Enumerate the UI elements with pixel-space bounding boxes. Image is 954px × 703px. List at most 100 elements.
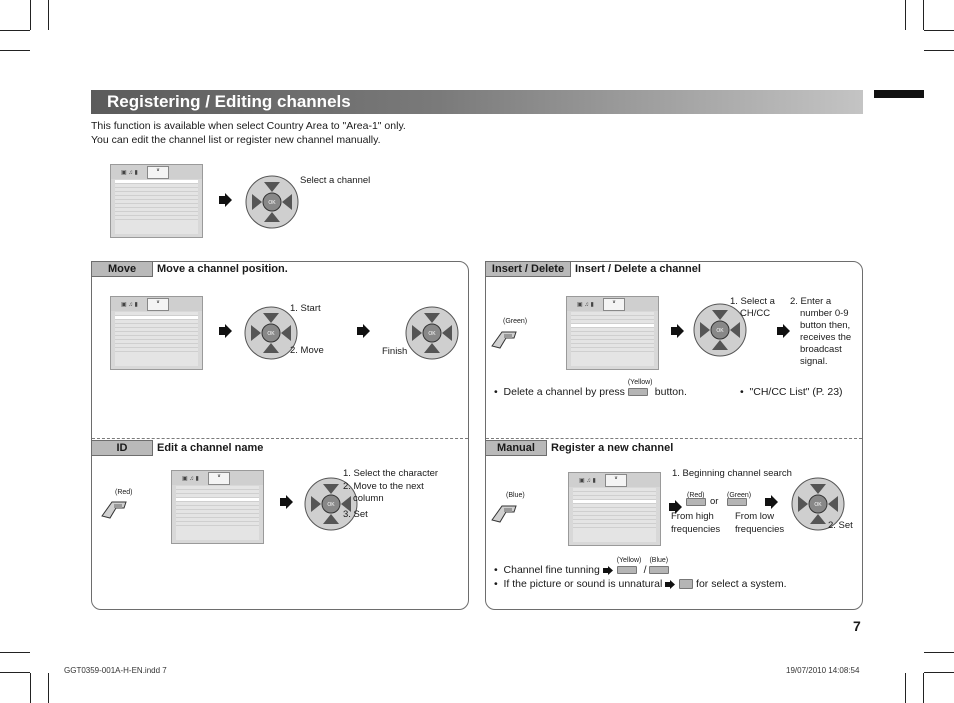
remote-dpad-icon: OK bbox=[790, 476, 846, 532]
or-label: or bbox=[710, 496, 719, 507]
unnatural-text: If the picture or sound is unnatural bbox=[503, 578, 663, 590]
page-title: Registering / Editing channels bbox=[107, 92, 351, 111]
insert-step2-line6: signal. bbox=[800, 356, 828, 367]
insert-step1-label: 1. Select a bbox=[730, 296, 775, 307]
menu-button-icon bbox=[679, 579, 694, 590]
yellow-button-icon bbox=[627, 388, 648, 397]
svg-text:OK: OK bbox=[268, 200, 276, 206]
id-step1-label: 1. Select the character bbox=[343, 468, 439, 479]
green-button-label: (Green) bbox=[727, 492, 752, 499]
remote-dpad-icon: OK bbox=[692, 302, 748, 358]
svg-text:OK: OK bbox=[716, 328, 724, 334]
low-freq-label-2: frequencies bbox=[735, 524, 785, 535]
yellow-button-icon bbox=[616, 566, 637, 575]
insert-step1-cont-label: CH/CC bbox=[740, 308, 771, 319]
insert-delete-desc: Insert / Delete a channel bbox=[570, 261, 701, 277]
green-button-label: (Green) bbox=[503, 318, 528, 325]
intro-line-2: You can edit the channel list or registe… bbox=[91, 134, 381, 146]
yellow-button-label: (Yellow) bbox=[616, 557, 642, 564]
move-finish-label: Finish bbox=[382, 346, 408, 357]
red-button-icon bbox=[686, 498, 706, 506]
page-number: 7 bbox=[853, 618, 861, 634]
remote-dpad-icon: OK bbox=[303, 476, 359, 532]
insert-step2-label: 2. Enter a bbox=[790, 296, 832, 307]
section-divider bbox=[92, 438, 468, 439]
menu-icons: ▣ ♫ ▮ bbox=[121, 170, 138, 176]
insert-manual-panel bbox=[485, 261, 863, 610]
menu-icons: ▣ ♫ ▮ bbox=[577, 302, 594, 308]
fine-tuning-text: Channel fine tunning bbox=[503, 564, 600, 576]
id-desc: Edit a channel name bbox=[152, 440, 263, 456]
move-move-label: 2. Move bbox=[290, 345, 324, 356]
ch-list-ref: • "CH/CC List" (P. 23) bbox=[740, 386, 843, 398]
red-button-label: (Red) bbox=[687, 492, 705, 499]
menu-icons: ▣ ♫ ▮ bbox=[121, 302, 138, 308]
svg-text:OK: OK bbox=[267, 331, 275, 337]
fine-tuning-separator: / bbox=[643, 564, 647, 576]
tv-menu-screen: ▣ ♫ ▮ ♛ bbox=[566, 296, 659, 370]
svg-text:OK: OK bbox=[814, 502, 822, 508]
footer-filename: GGT0359-001A-H-EN.indd 7 bbox=[64, 666, 167, 675]
ch-list-text: "CH/CC List" (P. 23) bbox=[749, 386, 843, 398]
insert-step2-line2: number 0-9 bbox=[800, 308, 849, 319]
insert-step2-line5: broadcast bbox=[800, 344, 842, 355]
remote-dpad-icon: OK bbox=[404, 305, 460, 361]
remote-hand-icon bbox=[491, 505, 517, 523]
menu-icons: ▣ ♫ ▮ bbox=[579, 478, 596, 484]
arrow-right-icon bbox=[357, 324, 370, 338]
svg-text:OK: OK bbox=[327, 502, 335, 508]
id-step2-cont-label: column bbox=[353, 493, 384, 504]
arrow-right-icon bbox=[280, 495, 293, 509]
arrow-right-icon bbox=[665, 579, 676, 589]
tv-menu-screen: ▣ ♫ ▮ ♛ bbox=[171, 470, 264, 544]
manual-tag: Manual bbox=[485, 440, 547, 456]
insert-delete-tag: Insert / Delete bbox=[485, 261, 571, 277]
select-channel-label: Select a channel bbox=[300, 175, 371, 186]
low-freq-label: From low bbox=[735, 511, 775, 522]
arrow-right-icon bbox=[765, 495, 778, 509]
insert-step2-line3: button then, bbox=[800, 320, 851, 331]
tv-menu-screen: ▣ ♫ ▮ ♛ bbox=[568, 472, 661, 546]
delete-channel-note: • Delete a channel by press (Yellow) but… bbox=[494, 379, 687, 398]
remote-dpad-icon: OK bbox=[243, 305, 299, 361]
arrow-right-icon bbox=[219, 193, 232, 207]
tv-menu-screen: ▣ ♫ ▮ ♛ bbox=[110, 296, 203, 370]
high-freq-label: From high bbox=[671, 511, 714, 522]
tv-menu-screen: ▣ ♫ ▮ ♛ bbox=[110, 164, 203, 238]
blue-button-label: (Blue) bbox=[649, 557, 669, 564]
setup-crown-icon: ♛ bbox=[147, 298, 169, 311]
high-freq-label-2: frequencies bbox=[671, 524, 721, 535]
fine-tuning-note: • Channel fine tunning (Yellow) / (Blue) bbox=[494, 557, 670, 576]
page-title-bar: Registering / Editing channels bbox=[91, 90, 863, 114]
remote-hand-icon bbox=[491, 331, 517, 349]
setup-crown-icon: ♛ bbox=[605, 474, 627, 487]
setup-crown-icon: ♛ bbox=[147, 166, 169, 179]
yellow-button-label: (Yellow) bbox=[627, 379, 653, 386]
manual-desc: Register a new channel bbox=[546, 440, 673, 456]
insert-step2-line4: receives the bbox=[800, 332, 852, 343]
svg-text:OK: OK bbox=[428, 331, 436, 337]
arrow-right-icon bbox=[671, 324, 684, 338]
id-step2-label: 2. Move to the next bbox=[343, 481, 424, 492]
arrow-right-icon bbox=[669, 500, 682, 514]
manual-set-label: 2. Set bbox=[828, 520, 853, 531]
green-button-icon bbox=[727, 498, 747, 506]
footer-timestamp: 19/07/2010 14:08:54 bbox=[786, 666, 860, 675]
move-desc: Move a channel position. bbox=[152, 261, 288, 277]
remote-dpad-icon: OK bbox=[244, 174, 300, 230]
move-start-label: 1. Start bbox=[290, 303, 321, 314]
channel-search-label: 1. Beginning channel search bbox=[672, 468, 792, 479]
unnatural-note: • If the picture or sound is unnatural f… bbox=[494, 578, 787, 590]
move-tag: Move bbox=[91, 261, 153, 277]
menu-icons: ▣ ♫ ▮ bbox=[182, 476, 199, 482]
section-divider bbox=[486, 438, 862, 439]
setup-crown-icon: ♛ bbox=[208, 472, 230, 485]
intro-line-1: This function is available when select C… bbox=[91, 120, 406, 132]
section-tab-marker bbox=[874, 90, 924, 98]
id-step3-label: 3. Set bbox=[343, 509, 368, 520]
delete-note-text: Delete a channel by press bbox=[503, 386, 625, 398]
remote-hand-icon bbox=[101, 501, 127, 519]
arrow-right-icon bbox=[777, 324, 790, 338]
arrow-right-icon bbox=[602, 565, 613, 575]
unnatural-suffix: for select a system. bbox=[696, 578, 787, 590]
